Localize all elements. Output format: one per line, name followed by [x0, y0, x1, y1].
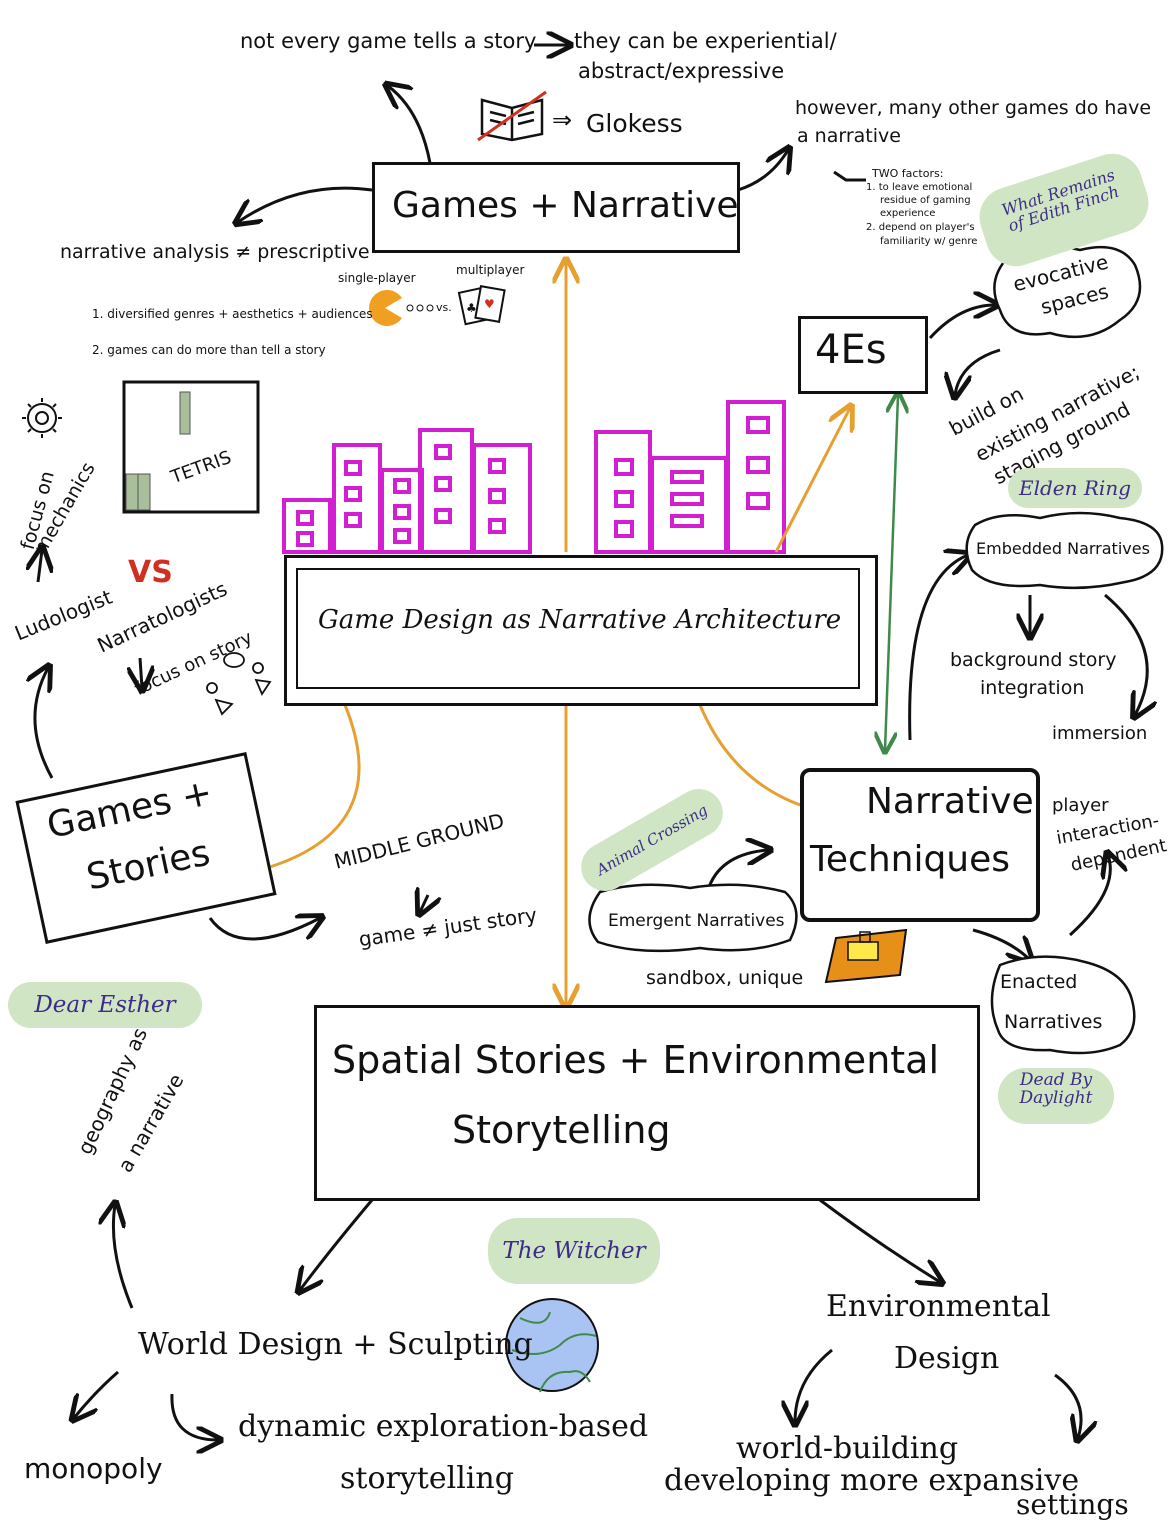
spatial-box	[314, 1005, 980, 1201]
techniques-title-2: Techniques	[810, 839, 1011, 880]
techniques-title: Narrative	[866, 781, 1034, 822]
building-skyline	[282, 400, 786, 554]
env-design-2: Design	[894, 1341, 1000, 1376]
monopoly-label: monopoly	[24, 1452, 163, 1485]
emergent-narratives: Emergent Narratives	[608, 911, 785, 931]
vs-label: VS	[128, 555, 173, 590]
world-building: world-building	[736, 1431, 959, 1466]
dead-by-daylight-line-2: Daylight	[1019, 1087, 1093, 1108]
dead-by-daylight-tag: Dead By Daylight	[998, 1068, 1114, 1124]
playing-cards-icon: ♣ ♥	[457, 285, 506, 326]
svg-text:♣: ♣	[466, 301, 477, 315]
glokess-label: Glokess	[586, 109, 683, 138]
speech-icons	[206, 652, 272, 716]
dynamic-label: dynamic exploration-based	[238, 1409, 649, 1444]
svg-text:⇒: ⇒	[552, 106, 572, 134]
story-note-result: they can be experiential/	[574, 29, 837, 53]
point-1: 1. diversified genres + aesthetics + aud…	[92, 307, 373, 321]
background-story: background story	[950, 649, 1117, 671]
techniques-box	[800, 768, 1040, 922]
vs-small: vs.	[436, 301, 452, 314]
briefcase-icon	[824, 928, 908, 984]
story-note-result-2: abstract/expressive	[578, 59, 785, 83]
dear-esther-tag: Dear Esther	[8, 982, 202, 1028]
immersion-label: immersion	[1052, 723, 1148, 744]
globe-icon	[505, 1298, 599, 1393]
enacted-label-2: Narratives	[1004, 1011, 1103, 1033]
factor-1c: experience	[880, 208, 936, 219]
factor-1b: residue of gaming	[880, 195, 971, 206]
sandbox-label: sandbox, unique	[646, 967, 804, 989]
factor-1: 1. to leave emotional	[866, 182, 973, 193]
svg-text:♥: ♥	[484, 297, 495, 311]
embedded-narratives: Embedded Narratives	[976, 539, 1150, 558]
witcher-tag: The Witcher	[488, 1218, 660, 1284]
multiplayer-label: multiplayer	[456, 263, 525, 277]
player-label: player	[1052, 795, 1109, 816]
two-factors: TWO factors:	[872, 167, 944, 180]
cloud-outlines	[588, 244, 1164, 1055]
dynamic-label-2: storytelling	[340, 1461, 514, 1496]
pacman-icon	[369, 290, 434, 327]
factor-2b: familiarity w/ genre	[880, 236, 978, 247]
single-player-label: single-player	[338, 271, 416, 285]
tetris-sketch	[122, 380, 260, 514]
env-design: Environmental	[826, 1289, 1051, 1324]
center-title: Game Design as Narrative Architecture	[318, 605, 842, 635]
enacted-label: Enacted	[1000, 971, 1078, 993]
ink-connectors	[35, 45, 1147, 1440]
center-inner-box	[296, 568, 860, 689]
four-es-title: 4Es	[815, 327, 887, 373]
elden-ring-tag: Elden Ring	[1008, 468, 1142, 508]
developing-label: developing more expansive	[664, 1463, 1080, 1498]
narrative-analysis: narrative analysis ≠ prescriptive	[60, 241, 370, 263]
background-story-2: integration	[980, 677, 1085, 699]
spatial-title: Spatial Stories + Environmental	[332, 1038, 940, 1082]
dead-by-daylight-line-1: Dead By	[1019, 1070, 1093, 1090]
world-design: World Design + Sculpting	[138, 1327, 533, 1362]
orange-connectors	[240, 262, 850, 1005]
story-note: not every game tells a story	[240, 29, 537, 53]
games-narrative-title: Games + Narrative	[392, 185, 739, 226]
gear-icon	[22, 398, 62, 438]
four-es-box	[798, 316, 928, 394]
settings-label: settings	[1016, 1488, 1129, 1521]
however-note: however, many other games do have	[795, 97, 1152, 119]
green-double-arrow	[885, 395, 898, 750]
point-2: 2. games can do more than tell a story	[92, 343, 326, 357]
however-note-2: a narrative	[797, 125, 901, 147]
games-narrative-box	[372, 162, 740, 253]
factor-2: 2. depend on player's	[866, 222, 975, 233]
spatial-title-2: Storytelling	[452, 1108, 671, 1152]
crossed-book-icon	[477, 90, 547, 142]
